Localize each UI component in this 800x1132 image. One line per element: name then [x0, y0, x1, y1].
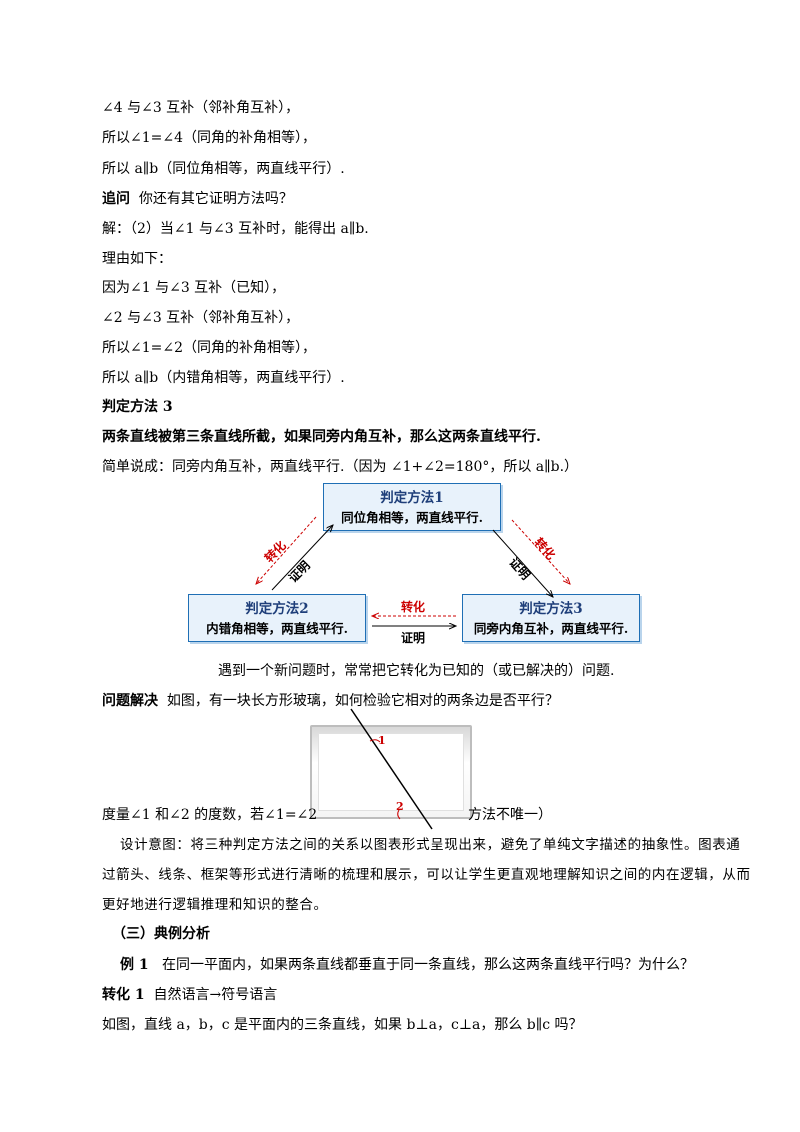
- note-line: 遇到一个新问题时，常常把它转化为已知的（或已解决的）问题.: [218, 663, 615, 679]
- convert1-text: 自然语言→符号语言: [153, 987, 278, 1003]
- method2-title: 判定方法2: [245, 601, 309, 617]
- design-line: 设计意图：将三种判定方法之间的关系以图表形式呈现出来，避免了单纯文字描述的抽象性…: [120, 837, 741, 853]
- answer-line-right: 方法不唯一）: [468, 807, 552, 823]
- method3-box-text: 同旁内角互补，两直线平行.: [473, 621, 629, 636]
- text-line: 所以 a∥b（同位角相等，两直线平行）.: [102, 161, 345, 177]
- section-heading: （三）典例分析: [112, 926, 210, 942]
- method2-box: 判定方法2 内错角相等，两直线平行.: [188, 594, 366, 642]
- example1-line: 例 1 在同一平面内，如果两条直线都垂直于同一条直线，那么这两条直线平行吗？为什…: [120, 956, 694, 974]
- method1-text: 同位角相等，两直线平行.: [341, 510, 483, 525]
- design-line: 过箭头、线条、框架等形式进行清晰的梳理和展示，可以让学生更直观地理解知识之间的内…: [102, 867, 751, 883]
- problem-text: 如图，有一块长方形玻璃，如何检验它相对的两条边是否平行？: [166, 693, 559, 709]
- text-line: ∠4 与∠3 互补（邻补角互补），: [102, 100, 300, 116]
- text-line: 解：（2）当∠1 与∠3 互补时，能得出 a∥b.: [102, 221, 369, 237]
- example1-text: 在同一平面内，如果两条直线都垂直于同一条直线，那么这两条直线平行吗？为什么？: [161, 957, 694, 973]
- last-line: 如图，直线 a，b，c 是平面内的三条直线，如果 b⊥a，c⊥a，那么 b∥c …: [102, 1017, 583, 1033]
- text-line: 所以∠1=∠2（同角的补角相等），: [102, 340, 317, 356]
- text-line: 理由如下：: [102, 251, 172, 267]
- method3-statement: 两条直线被第三条直线所截，如果同旁内角互补，那么这两条直线平行.: [102, 429, 541, 445]
- transversal-figure: [350, 708, 433, 830]
- text-line: ∠2 与∠3 互补（邻补角互补），: [102, 310, 300, 326]
- method1-box: 判定方法1 同位角相等，两直线平行.: [323, 483, 501, 531]
- followup-label: 追问: [102, 191, 130, 207]
- problem-label: 问题解决: [102, 693, 158, 709]
- answer-line-left: 度量∠1 和∠2 的度数，若∠1=∠2: [102, 807, 318, 823]
- convert-label-bottom: 转化: [401, 600, 426, 614]
- prove-label-bottom: 证明: [401, 631, 426, 645]
- prove-arrow-left: [271, 525, 333, 591]
- method3-box: 判定方法3 同旁内角互补，两直线平行.: [462, 594, 640, 642]
- followup-line: 追问 你还有其它证明方法吗？: [102, 190, 293, 208]
- problem-line: 问题解决 如图，有一块长方形玻璃，如何检验它相对的两条边是否平行？: [102, 692, 559, 710]
- design-line: 更好地进行逻辑推理和知识的整合。: [102, 897, 328, 913]
- convert1-label: 转化 1: [102, 987, 145, 1003]
- angle1-label: 1: [378, 734, 386, 747]
- glass-figure: [310, 725, 472, 819]
- method3-brief: 简单说成：同旁内角互补，两直线平行.（因为 ∠1+∠2=180°，所以 a∥b.…: [102, 459, 579, 475]
- text-line: 所以∠1=∠4（同角的补角相等），: [102, 130, 317, 146]
- method3-box-title: 判定方法3: [519, 601, 583, 617]
- convert-arrow-right: [511, 519, 570, 584]
- method3-title: 判定方法 3: [102, 399, 173, 415]
- angle2-label: 2: [396, 800, 404, 813]
- method1-title: 判定方法1: [380, 490, 444, 506]
- text-line: 所以 a∥b（内错角相等，两直线平行）.: [102, 370, 345, 386]
- method2-text: 内错角相等，两直线平行.: [206, 621, 348, 636]
- example1-label: 例 1: [120, 957, 149, 973]
- prove-arrow-right: [492, 529, 553, 597]
- text-line: 因为∠1 与∠3 互补（已知），: [102, 280, 286, 296]
- followup-text: 你还有其它证明方法吗？: [138, 191, 293, 207]
- convert1-line: 转化 1 自然语言→符号语言: [102, 986, 277, 1004]
- diagram-arrows: [0, 516, 800, 700]
